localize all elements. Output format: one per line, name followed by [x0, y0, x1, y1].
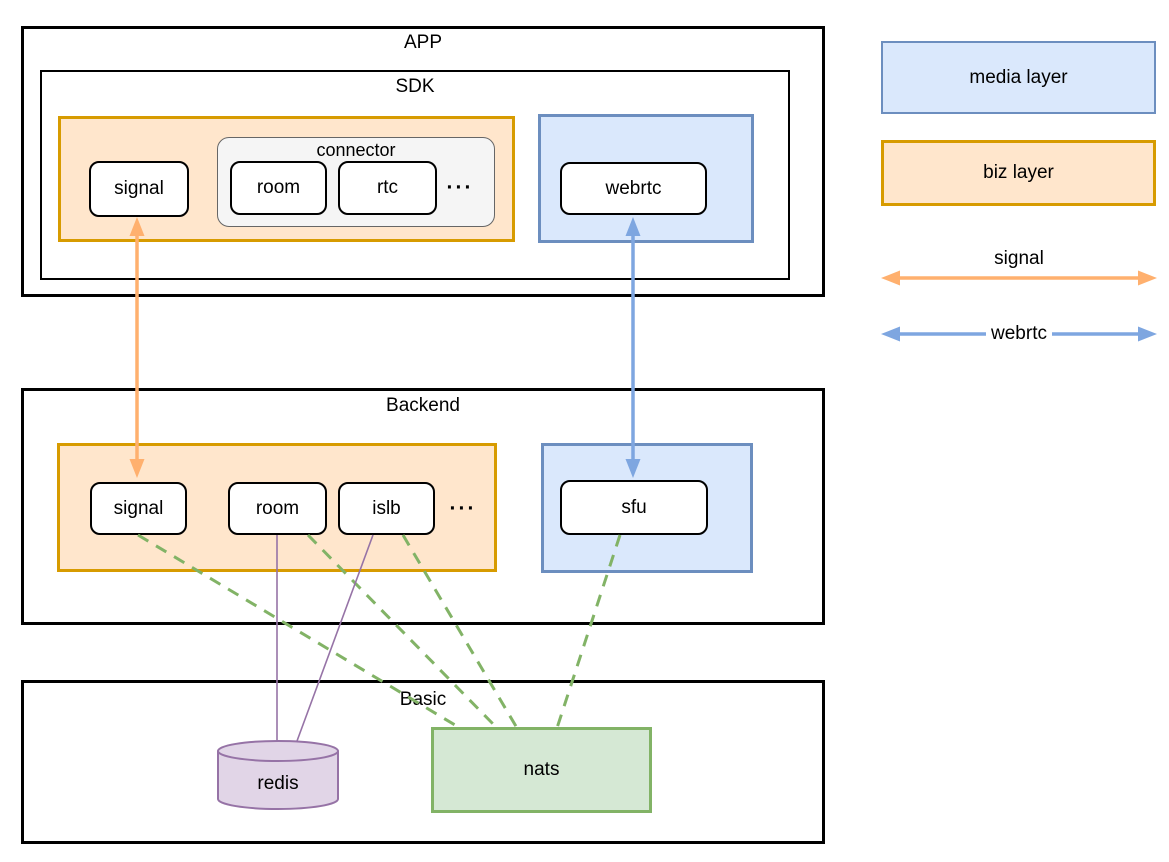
redis-cylinder-top — [217, 740, 339, 762]
redis-cylinder-body — [217, 751, 339, 810]
redis-cylinder — [217, 740, 339, 810]
sdk-signal-node: signal — [89, 161, 189, 217]
backend-ellipsis: ··· — [449, 496, 477, 520]
connector-ellipsis: ··· — [446, 176, 474, 199]
webrtc-node: webrtc — [560, 162, 707, 215]
backend-signal-node: signal — [90, 482, 187, 535]
legend-signal-arrowhead-left — [881, 270, 900, 286]
backend-title: Backend — [386, 395, 460, 416]
legend-signal-arrowhead-right — [1138, 270, 1157, 286]
legend-webrtc-label: webrtc — [881, 323, 1157, 345]
backend-islb-node: islb — [338, 482, 435, 535]
connector-rtc-node: rtc — [338, 161, 437, 215]
legend-signal-label: signal — [994, 248, 1044, 269]
legend-media-layer: media layer — [881, 41, 1156, 114]
basic-title: Basic — [399, 689, 447, 710]
connector-title: connector — [316, 140, 396, 160]
legend-biz-layer: biz layer — [881, 140, 1156, 206]
legend-webrtc-label-text: webrtc — [986, 323, 1052, 345]
backend-room-node: room — [228, 482, 327, 535]
sdk-title: SDK — [395, 76, 435, 97]
nats-node: nats — [431, 727, 652, 813]
redis-label: redis — [257, 773, 299, 794]
connector-room-node: room — [230, 161, 327, 215]
sfu-node: sfu — [560, 480, 708, 535]
redis-cylinder-shape — [217, 740, 339, 810]
app-title: APP — [403, 32, 443, 53]
